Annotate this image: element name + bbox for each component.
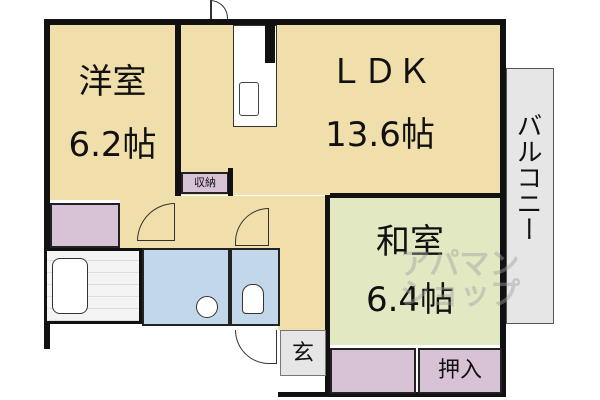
outer-wall-left	[44, 19, 50, 349]
balcony	[506, 68, 554, 324]
japanese-closet-left	[330, 348, 416, 394]
watermark-logo: アパマンショップ	[400, 247, 520, 312]
outer-wall-bottom	[278, 392, 506, 397]
closet-label: 押入	[437, 358, 482, 383]
ldk-name: ＬＤＫ	[329, 52, 431, 92]
washroom	[142, 248, 230, 326]
japanese-room	[330, 198, 500, 345]
sink-icon	[239, 82, 259, 116]
toilet-icon	[242, 284, 264, 314]
wall	[330, 193, 500, 198]
storage: 収納	[181, 172, 229, 194]
wall	[325, 195, 330, 395]
japanese-room-size: 6.4帖	[365, 280, 455, 320]
closet: 押入	[418, 348, 502, 394]
wall	[175, 25, 181, 245]
outer-wall-right	[500, 19, 506, 396]
outer-wall-top	[44, 19, 506, 25]
ldk-size: 13.6帖	[325, 115, 435, 155]
entry-corridor	[278, 245, 330, 330]
storage-label: 収納	[194, 176, 216, 189]
western-room	[50, 25, 176, 200]
western-closet	[50, 203, 120, 248]
western-room-name: 洋室	[78, 62, 147, 102]
entrance: 玄	[280, 330, 326, 376]
wall	[228, 168, 233, 198]
japanese-room-name: 和室	[376, 222, 444, 262]
kitchen-column	[265, 25, 275, 63]
door-icon	[235, 330, 277, 364]
washbasin-icon	[196, 296, 218, 318]
entrance-label: 玄	[291, 341, 314, 366]
western-room-size: 6.2帖	[68, 125, 157, 165]
bathtub-icon	[52, 258, 88, 314]
balcony-label: バルコニー	[512, 112, 542, 242]
door-icon	[210, 0, 228, 19]
